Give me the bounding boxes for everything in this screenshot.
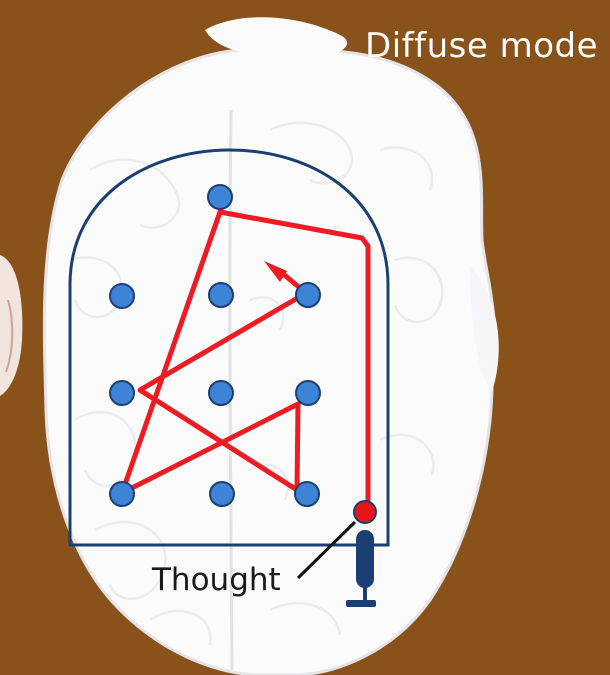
brain-outline xyxy=(42,48,496,675)
hand-detail xyxy=(5,299,14,373)
bumper-node xyxy=(295,282,321,308)
brain xyxy=(42,17,499,675)
thought-pointer-line xyxy=(296,520,357,580)
bumper-node xyxy=(294,481,320,507)
bumper-node xyxy=(209,481,235,507)
plunger-base xyxy=(346,600,376,607)
bumper-node xyxy=(109,481,135,507)
thought-path-arrowhead xyxy=(264,261,287,282)
bumper-node xyxy=(208,282,234,308)
thought-path-line xyxy=(119,209,371,518)
bumper-node xyxy=(295,380,321,406)
pinball-frame xyxy=(68,148,390,547)
thought-label: Thought xyxy=(151,562,281,598)
plunger xyxy=(346,530,376,607)
diagram-title: Diffuse mode xyxy=(365,26,598,66)
thought-path xyxy=(119,209,371,518)
brain-midline xyxy=(228,109,234,671)
bumper-node xyxy=(109,283,135,309)
thought-ball xyxy=(353,500,377,524)
bumper-node xyxy=(207,184,233,210)
plunger-rod xyxy=(356,530,374,588)
bumper-node xyxy=(109,380,135,406)
brain-top-bump xyxy=(205,17,348,59)
plunger-stem xyxy=(363,586,367,600)
bumpers xyxy=(109,184,321,507)
bumper-node xyxy=(208,380,234,406)
brain-right-ear xyxy=(470,265,499,392)
